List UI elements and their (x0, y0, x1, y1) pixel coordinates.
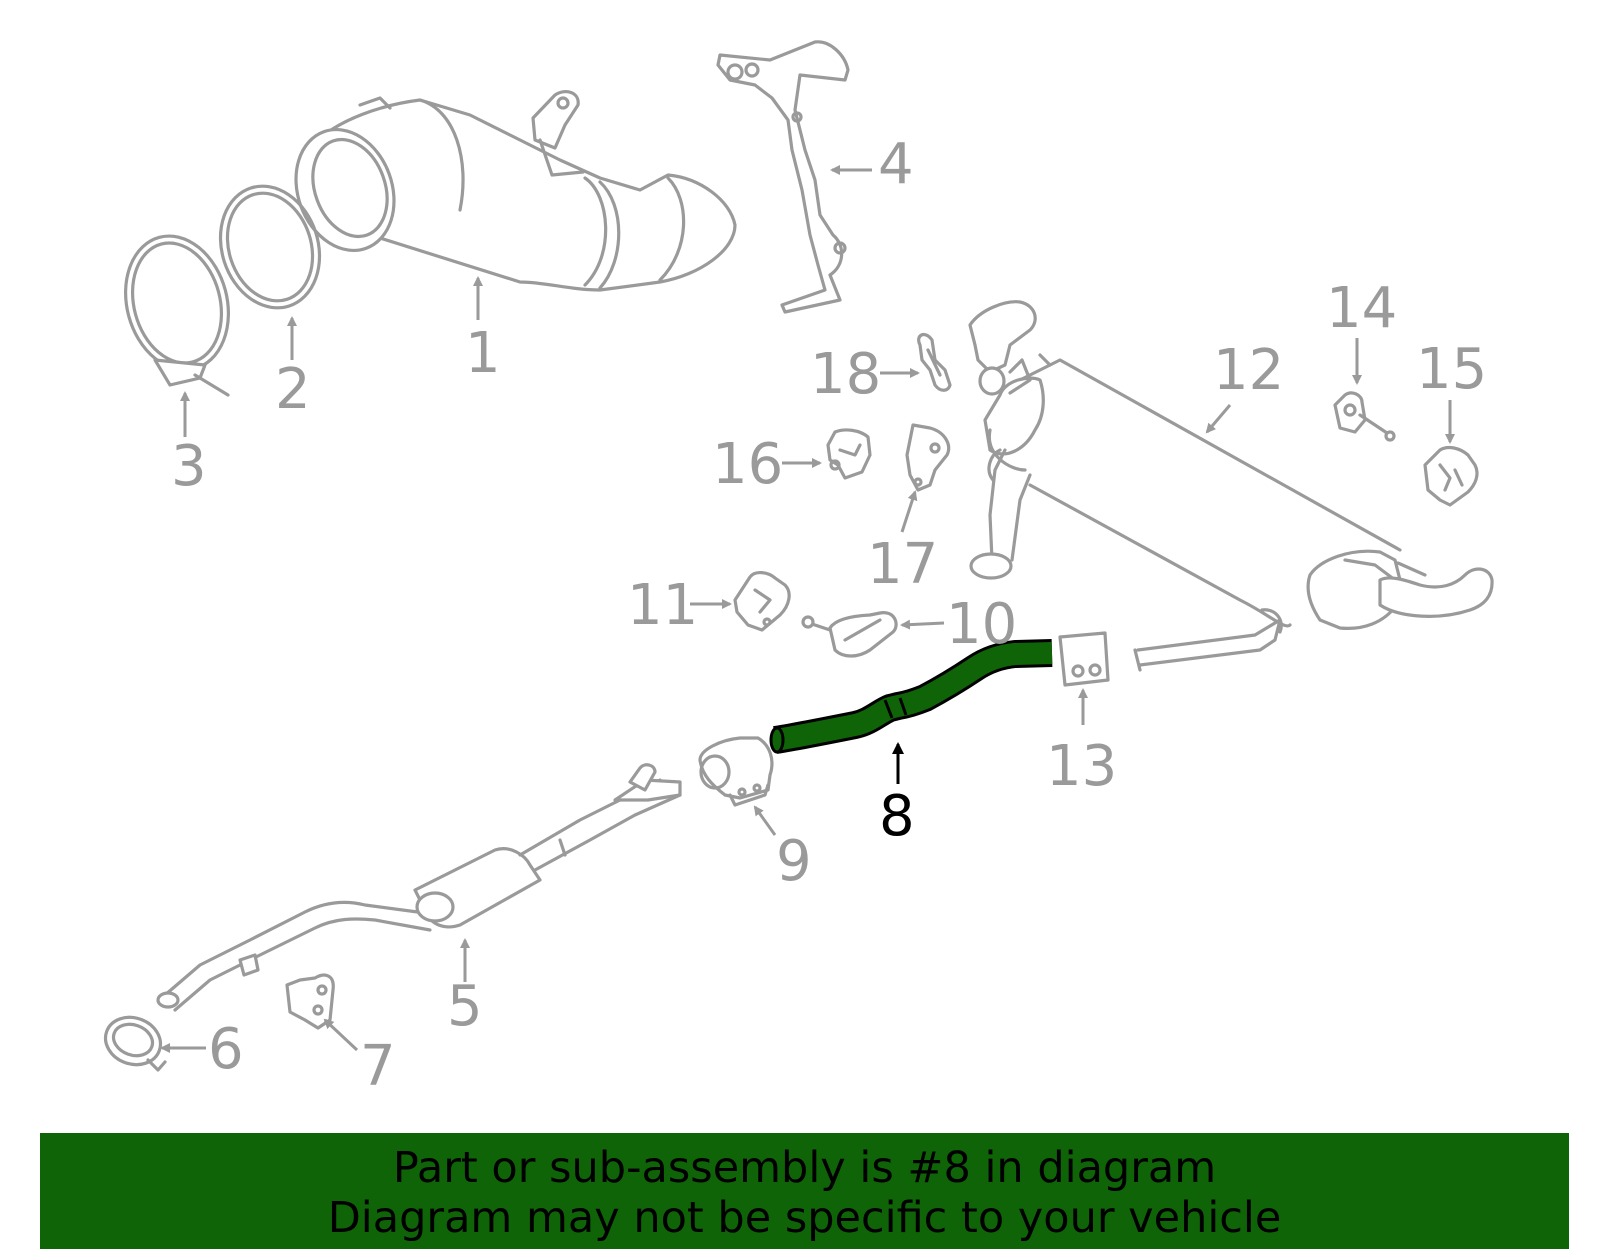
callout-12: 12 (1213, 338, 1284, 403)
callout-8: 8 (879, 784, 915, 849)
part-9-clamp[interactable] (698, 736, 774, 807)
part-10-rubber-mount[interactable] (801, 611, 898, 658)
part-3-clamp[interactable] (111, 224, 243, 397)
callout-18: 18 (810, 342, 881, 407)
callout-17: 17 (867, 532, 938, 597)
callout-1: 1 (465, 321, 501, 386)
part-18-spring-clip[interactable] (917, 332, 952, 392)
part-12-rear-muffler[interactable] (968, 300, 1494, 672)
part-5-front-pipe[interactable] (156, 763, 682, 1012)
info-banner: Part or sub-assembly is #8 in diagram Di… (40, 1133, 1569, 1249)
callout-14: 14 (1326, 276, 1397, 341)
callout-2: 2 (275, 357, 311, 422)
callout-10: 10 (946, 592, 1017, 657)
part-2-gasket[interactable] (205, 173, 335, 321)
part-7-hanger[interactable] (285, 973, 335, 1030)
callout-6: 6 (208, 1017, 244, 1082)
part-4-bracket[interactable] (716, 40, 850, 314)
part-8-intermediate-pipe[interactable] (769, 639, 1053, 754)
part-17-bracket[interactable] (905, 423, 951, 492)
part-15-hanger[interactable] (1423, 445, 1479, 507)
callout-9: 9 (776, 829, 812, 894)
part-6-clamp[interactable] (99, 1010, 167, 1072)
callout-7: 7 (360, 1034, 396, 1099)
leader-lines (160, 165, 1455, 1053)
part-14-sensor[interactable] (1333, 391, 1396, 442)
callout-labels: 1 2 3 4 5 6 7 8 9 10 11 12 13 14 15 16 1… (171, 132, 1487, 1099)
part-11-hanger[interactable] (733, 571, 791, 632)
banner-line-disclaimer: Diagram may not be specific to your vehi… (327, 1193, 1282, 1243)
callout-3: 3 (171, 434, 207, 499)
callout-15: 15 (1416, 337, 1487, 402)
part-13-clamp[interactable] (1058, 631, 1110, 687)
callout-13: 13 (1046, 734, 1117, 799)
callout-11: 11 (627, 573, 698, 638)
banner-line-part: Part or sub-assembly is #8 in diagram (392, 1143, 1217, 1193)
callout-4: 4 (878, 132, 914, 197)
part-16-actuator[interactable] (826, 428, 872, 480)
part-1-catalytic-converter[interactable] (280, 90, 737, 292)
callout-16: 16 (712, 432, 783, 497)
callout-5: 5 (447, 974, 483, 1039)
